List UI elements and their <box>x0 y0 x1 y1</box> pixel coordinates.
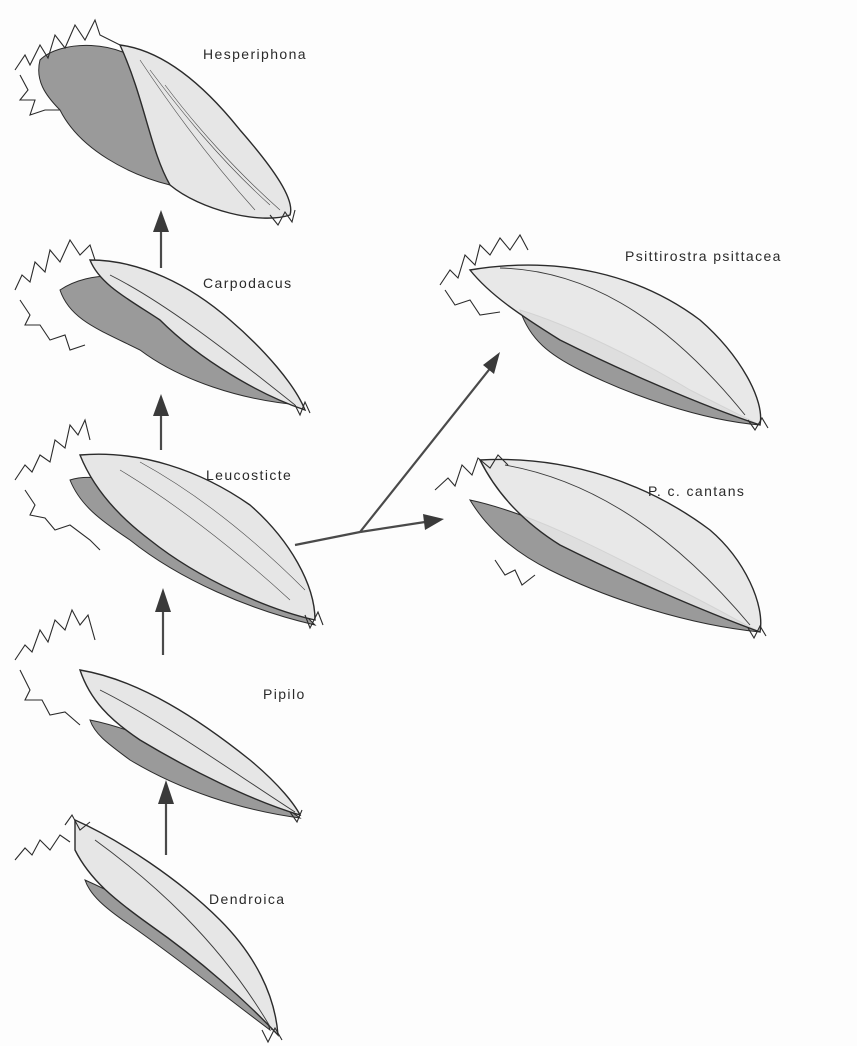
tongue-psittirostra-psittacea <box>440 235 768 430</box>
label-psittirostra-psittacea: Psittirostra psittacea <box>625 248 782 264</box>
arrow-carpodacus-to-hesperiphona <box>153 210 169 268</box>
arrow-leucosticte-to-carpodacus <box>153 394 169 450</box>
label-p-c-cantans: P. c. cantans <box>648 483 745 499</box>
label-hesperiphona: Hesperiphona <box>203 46 307 62</box>
label-dendroica: Dendroica <box>209 891 285 907</box>
arrow-pipilo-to-leucosticte <box>155 588 171 655</box>
tongue-dendroica <box>15 815 282 1042</box>
label-pipilo: Pipilo <box>263 686 306 702</box>
tongue-leucosticte <box>15 420 323 628</box>
tongue-pipilo <box>15 610 302 822</box>
label-carpodacus: Carpodacus <box>203 275 293 291</box>
tongue-carpodacus <box>15 240 310 415</box>
label-leucosticte: Leucosticte <box>206 467 292 483</box>
arrow-dendroica-to-pipilo <box>158 780 174 855</box>
arrow-leucosticte-to-psittirostra <box>295 352 500 545</box>
